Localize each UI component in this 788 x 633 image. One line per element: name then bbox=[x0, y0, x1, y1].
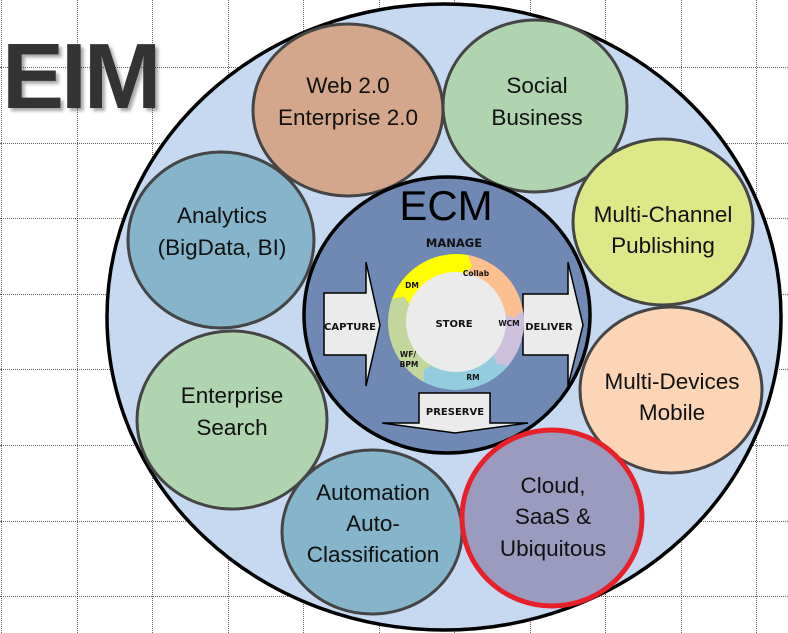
circle-multichannel[interactable]: Multi-Channel Publishing bbox=[571, 137, 755, 307]
circle-cloud-line2: SaaS & bbox=[515, 504, 591, 529]
deliver-arrow[interactable]: DELIVER bbox=[522, 261, 584, 387]
wheel-segment-wcm[interactable] bbox=[488, 310, 524, 373]
circle-web20-line1: Web 2.0 bbox=[306, 73, 389, 98]
wheel-label-wf: WF/ bbox=[400, 350, 416, 359]
manage-label: MANAGE bbox=[426, 236, 482, 250]
circle-automation-line2: Auto- bbox=[346, 511, 400, 536]
circle-social-line1: Social bbox=[506, 73, 567, 98]
circle-cloud-line1: Cloud, bbox=[520, 473, 585, 498]
circle-automation-line3: Classification bbox=[307, 542, 440, 567]
ecm-title: ECM bbox=[399, 182, 492, 229]
circle-multichannel-line2: Publishing bbox=[611, 233, 715, 258]
circle-web20-line2: Enterprise 2.0 bbox=[278, 105, 418, 130]
circle-multidevices[interactable]: Multi-Devices Mobile bbox=[578, 305, 764, 475]
preserve-arrow[interactable]: PRESERVE bbox=[381, 392, 529, 434]
circle-automation[interactable]: Automation Auto- Classification bbox=[280, 448, 464, 616]
circle-cloud-line3: Ubiquitous bbox=[500, 536, 606, 561]
circle-multidevices-line1: Multi-Devices bbox=[604, 369, 739, 394]
circle-social[interactable]: Social Business bbox=[441, 18, 629, 194]
circle-cloud[interactable]: Cloud, SaaS & Ubiquitous bbox=[459, 427, 645, 609]
deliver-label: DELIVER bbox=[525, 322, 573, 333]
store-label: STORE bbox=[435, 319, 472, 330]
wheel-label-bpm: BPM bbox=[400, 360, 419, 369]
circle-web20[interactable]: Web 2.0 Enterprise 2.0 bbox=[251, 22, 445, 198]
circle-search[interactable]: Enterprise Search bbox=[135, 329, 329, 511]
preserve-label: PRESERVE bbox=[426, 407, 484, 418]
circle-social-line2: Business bbox=[491, 105, 582, 130]
circle-analytics-line1: Analytics bbox=[177, 203, 267, 228]
capture-label: CAPTURE bbox=[324, 322, 376, 333]
capture-arrow[interactable]: CAPTURE bbox=[323, 261, 381, 387]
circle-analytics[interactable]: Analytics (BigData, BI) bbox=[126, 150, 316, 330]
circle-search-line1: Enterprise bbox=[181, 383, 284, 408]
circle-multidevices-line2: Mobile bbox=[639, 400, 705, 425]
store-circle[interactable] bbox=[406, 272, 506, 372]
grid-line-vertical bbox=[77, 0, 78, 633]
wheel-label-collab: Collab bbox=[463, 269, 490, 278]
ecm-circle: ECM MANAGE CAPTURE DELIVER PRESERVE STOR… bbox=[302, 175, 592, 455]
circle-analytics-line2: (BigData, BI) bbox=[158, 235, 287, 260]
wheel-label-wcm: WCM bbox=[498, 319, 519, 328]
circle-automation-line1: Automation bbox=[316, 480, 430, 505]
grid-line-vertical bbox=[1, 0, 2, 633]
wheel-label-dm: DM bbox=[405, 281, 419, 290]
circle-search-line2: Search bbox=[196, 415, 267, 440]
wheel-segment-dm[interactable] bbox=[390, 254, 477, 310]
eim-title: EIM bbox=[2, 24, 161, 128]
circle-multichannel-line1: Multi-Channel bbox=[594, 202, 733, 227]
wheel-label-rm: RM bbox=[466, 373, 479, 382]
